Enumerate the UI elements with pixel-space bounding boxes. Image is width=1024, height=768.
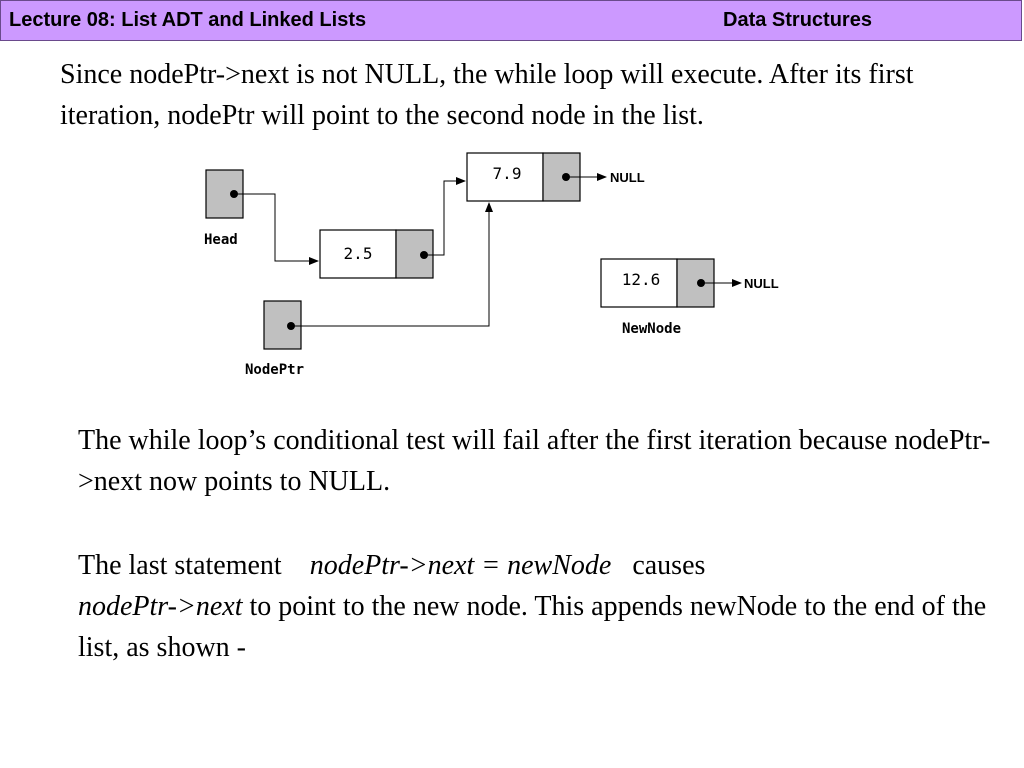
head-label: Head — [204, 232, 238, 248]
p3-code-statement: nodePtr->next = newNode — [309, 550, 612, 581]
paragraph-loop-fail: The while loop’s conditional test will f… — [78, 425, 991, 497]
p3-text-1: The last statement — [78, 550, 282, 581]
slide-header: Lecture 08: List ADT and Linked Lists Da… — [0, 0, 1022, 41]
course-title: Data Structures — [723, 9, 872, 31]
newnode-value-box — [600, 258, 678, 308]
newnode-value: 12.6 — [622, 270, 661, 289]
p3-text-2: causes — [632, 550, 706, 581]
node1-value: 2.5 — [344, 244, 373, 263]
null-text-node2: NULL — [610, 170, 645, 185]
newnode-label: NewNode — [622, 321, 681, 337]
nodeptr-pointer-box — [263, 300, 302, 350]
node1-to-node2-arrow — [424, 177, 466, 256]
node2-value: 7.9 — [493, 164, 522, 183]
paragraph-last-statement: The last statement nodePtr->next = newNo… — [78, 545, 998, 668]
linked-list-diagram: Head 2.5 7.9 NULL NodePtr 12.6 NULL NewN… — [204, 152, 779, 378]
lecture-title: Lecture 08: List ADT and Linked Lists — [9, 9, 367, 31]
newnode-next-box — [676, 258, 715, 308]
nodeptr-label: NodePtr — [245, 362, 304, 378]
p3-text-3: to point to the new node. This appends n… — [78, 591, 987, 663]
paragraph-loop-execute: Since nodePtr->next is not NULL, the whi… — [60, 59, 914, 131]
nodeptr-to-node2-arrow — [291, 202, 493, 327]
head-to-node1-arrow — [234, 193, 319, 265]
p3-code-next: nodePtr->next — [78, 591, 243, 622]
null-text-newnode: NULL — [744, 276, 779, 291]
